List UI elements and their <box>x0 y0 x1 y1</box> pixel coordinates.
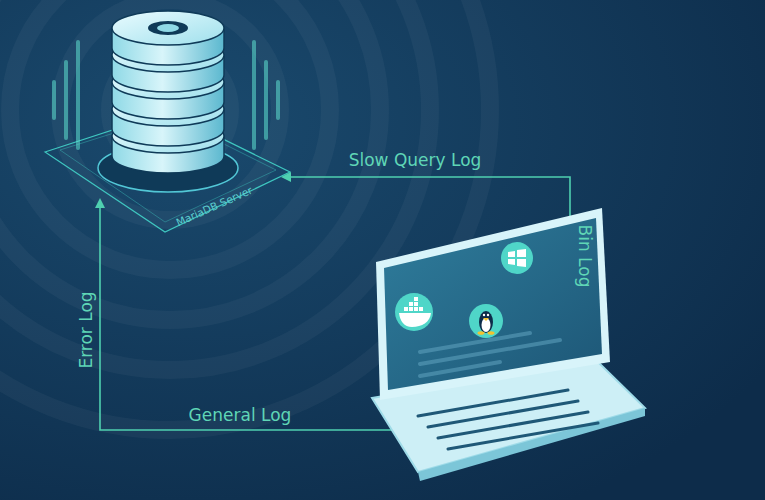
log-label: Bin Log <box>576 225 595 288</box>
laptop <box>372 208 645 481</box>
arrowhead <box>95 198 105 208</box>
arrowhead <box>281 172 291 182</box>
laptop-screen <box>384 218 602 390</box>
docker-icon <box>395 293 433 331</box>
tux-logo <box>478 311 495 335</box>
laptop-base-edge <box>418 408 645 481</box>
log-label: Slow Query Log <box>349 151 482 170</box>
docker-logo <box>399 297 431 327</box>
windows-icon <box>501 242 533 274</box>
log-label: Error Log <box>77 291 96 368</box>
error-general-line <box>100 206 404 430</box>
screen-lines <box>420 333 560 376</box>
laptop-lid <box>376 208 610 400</box>
database-stack <box>112 11 224 173</box>
keyboard <box>418 390 598 449</box>
linux-icon <box>469 304 503 338</box>
log-label: General Log <box>189 406 292 425</box>
windows-logo <box>508 249 526 267</box>
